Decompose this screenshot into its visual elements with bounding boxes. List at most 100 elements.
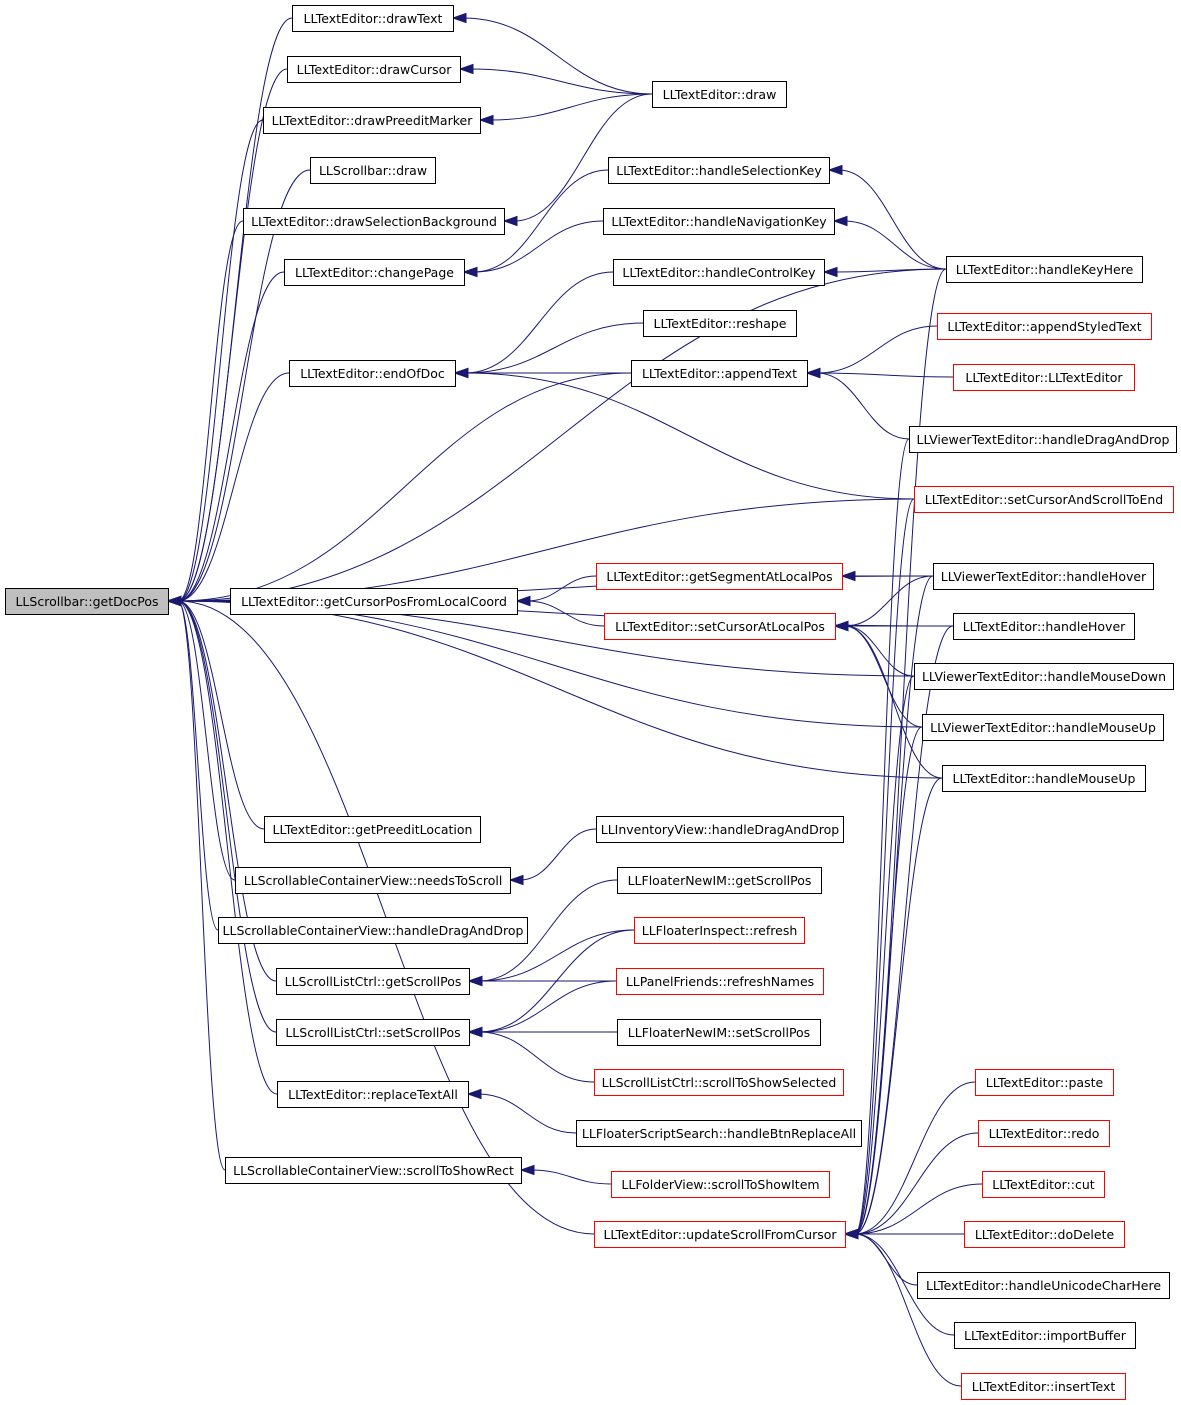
node-iT[interactable]: LLTextEditor::insertText: [961, 1373, 1126, 1400]
node-iVD[interactable]: LLInventoryView::handleDragAndDrop: [596, 816, 844, 843]
node-vMD[interactable]: LLViewerTextEditor::handleMouseDown: [914, 663, 1174, 690]
node-sbd[interactable]: LLScrollbar::draw: [310, 157, 436, 184]
call-edge-cP-to-root: [177, 271, 285, 602]
call-edge-iT-to-uSFC: [854, 1233, 962, 1387]
call-edge-fIr-to-sSP: [478, 929, 635, 1033]
arrowhead-icon: [467, 1026, 483, 1038]
node-box: [230, 588, 518, 615]
call-edge-draw-to-dSB: [513, 93, 653, 222]
node-box: [953, 613, 1135, 640]
arrowhead-icon: [462, 266, 478, 278]
node-dPM[interactable]: LLTextEditor::drawPreeditMarker: [263, 107, 481, 134]
node-cTE[interactable]: LLTextEditor::LLTextEditor: [953, 364, 1135, 391]
node-vDD[interactable]: LLViewerTextEditor::handleDragAndDrop: [909, 426, 1177, 453]
node-box: [917, 1272, 1170, 1299]
node-label: LLScrollableContainerView::needsToScroll: [244, 873, 503, 888]
node-aST[interactable]: LLTextEditor::appendStyledText: [937, 313, 1152, 340]
node-box: [608, 157, 830, 184]
node-box: [978, 1120, 1110, 1147]
node-gPL[interactable]: LLTextEditor::getPreeditLocation: [264, 816, 481, 843]
node-label: LLViewerTextEditor::handleMouseDown: [922, 669, 1166, 684]
call-edge-rTA-to-root: [177, 600, 278, 1095]
node-dC[interactable]: LLTextEditor::drawCursor: [287, 56, 461, 83]
node-fVs[interactable]: LLFolderView::scrollToShowItem: [611, 1171, 830, 1198]
arrowhead-icon: [840, 570, 856, 582]
node-redo[interactable]: LLTextEditor::redo: [978, 1120, 1110, 1147]
node-nTS[interactable]: LLScrollableContainerView::needsToScroll: [235, 867, 511, 894]
node-label: LLScrollListCtrl::getScrollPos: [285, 974, 462, 989]
node-tMU[interactable]: LLTextEditor::handleMouseUp: [942, 765, 1146, 792]
node-gSeg[interactable]: LLTextEditor::getSegmentAtLocalPos: [596, 563, 843, 590]
node-eOD[interactable]: LLTextEditor::endOfDoc: [289, 360, 456, 387]
node-cut[interactable]: LLTextEditor::cut: [982, 1171, 1105, 1198]
arrowhead-icon: [466, 1088, 482, 1100]
node-box: [310, 157, 436, 184]
arrowhead-icon: [805, 367, 821, 379]
node-label: LLFloaterNewIM::setScrollPos: [628, 1025, 810, 1040]
node-label: LLTextEditor::draw: [663, 87, 777, 102]
node-box: [933, 563, 1154, 590]
node-dSB[interactable]: LLTextEditor::drawSelectionBackground: [243, 208, 505, 235]
node-box: [292, 5, 454, 32]
node-label: LLTextEditor::handleNavigationKey: [611, 214, 827, 229]
node-sCAL[interactable]: LLTextEditor::setCursorAtLocalPos: [604, 613, 836, 640]
node-hUC[interactable]: LLTextEditor::handleUnicodeCharHere: [917, 1272, 1170, 1299]
node-label: LLViewerTextEditor::handleHover: [941, 569, 1147, 584]
node-box: [975, 1069, 1114, 1096]
arrowhead-icon: [453, 367, 469, 379]
node-uSFC[interactable]: LLTextEditor::updateScrollFromCursor: [594, 1221, 846, 1248]
node-dT[interactable]: LLTextEditor::drawText: [292, 5, 454, 32]
node-label: LLTextEditor::getSegmentAtLocalPos: [606, 569, 832, 584]
node-vHH[interactable]: LLViewerTextEditor::handleHover: [933, 563, 1154, 590]
node-fNgSP[interactable]: LLFloaterNewIM::getScrollPos: [617, 867, 822, 894]
node-pst[interactable]: LLTextEditor::paste: [975, 1069, 1114, 1096]
node-sCVd[interactable]: LLScrollableContainerView::handleDragAnd…: [218, 917, 528, 944]
node-gSP[interactable]: LLScrollListCtrl::getScrollPos: [276, 968, 470, 995]
call-edge-fVs-to-sTSR: [530, 1169, 612, 1185]
node-label: LLFloaterInspect::refresh: [642, 923, 798, 938]
node-label: LLScrollableContainerView::handleDragAnd…: [223, 923, 524, 938]
node-label: LLScrollbar::getDocPos: [15, 594, 158, 609]
arrowhead-icon: [843, 1228, 859, 1240]
node-sLTS[interactable]: LLScrollListCtrl::scrollToShowSelected: [594, 1069, 844, 1096]
arrowhead-icon: [502, 215, 518, 227]
node-box: [964, 1221, 1125, 1248]
node-sCSE[interactable]: LLTextEditor::setCursorAndScrollToEnd: [914, 486, 1174, 513]
node-cP[interactable]: LLTextEditor::changePage: [284, 259, 465, 286]
node-fNsSP[interactable]: LLFloaterNewIM::setScrollPos: [617, 1019, 821, 1046]
node-box: [922, 714, 1164, 741]
node-hCK[interactable]: LLTextEditor::handleControlKey: [613, 259, 825, 286]
call-edge-cTE-to-aT: [816, 372, 954, 378]
call-edge-gSP-to-root: [177, 600, 277, 982]
arrowhead-icon: [451, 12, 467, 24]
node-gCP[interactable]: LLTextEditor::getCursorPosFromLocalCoord: [230, 588, 518, 615]
node-rTA[interactable]: LLTextEditor::replaceTextAll: [277, 1081, 469, 1108]
node-draw[interactable]: LLTextEditor::draw: [652, 81, 787, 108]
node-label: LLInventoryView::handleDragAndDrop: [601, 822, 840, 837]
node-fIr[interactable]: LLFloaterInspect::refresh: [634, 917, 805, 944]
node-iB[interactable]: LLTextEditor::importBuffer: [954, 1322, 1136, 1349]
node-box: [953, 364, 1135, 391]
arrowhead-icon: [458, 63, 474, 75]
node-label: LLFolderView::scrollToShowItem: [621, 1177, 819, 1192]
node-root[interactable]: LLScrollbar::getDocPos: [5, 588, 169, 615]
arrowhead-icon: [467, 975, 483, 987]
node-dDel[interactable]: LLTextEditor::doDelete: [964, 1221, 1125, 1248]
node-hKH[interactable]: LLTextEditor::handleKeyHere: [946, 256, 1143, 283]
node-pFr[interactable]: LLPanelFriends::refreshNames: [616, 968, 824, 995]
node-sTSR[interactable]: LLScrollableContainerView::scrollToShowR…: [225, 1157, 522, 1184]
node-label: LLTextEditor::changePage: [295, 265, 454, 280]
node-label: LLTextEditor::appendStyledText: [947, 319, 1141, 334]
node-aT[interactable]: LLTextEditor::appendText: [631, 360, 808, 387]
node-hSK[interactable]: LLTextEditor::handleSelectionKey: [608, 157, 830, 184]
node-sSP[interactable]: LLScrollListCtrl::setScrollPos: [276, 1019, 470, 1046]
node-fSS[interactable]: LLFloaterScriptSearch::handleBtnReplaceA…: [576, 1120, 862, 1147]
node-vMU[interactable]: LLViewerTextEditor::handleMouseUp: [922, 714, 1164, 741]
node-tHH[interactable]: LLTextEditor::handleHover: [953, 613, 1135, 640]
call-edge-draw-to-dC: [469, 68, 653, 95]
node-rsh[interactable]: LLTextEditor::reshape: [643, 310, 797, 337]
node-label: LLTextEditor::drawText: [304, 11, 443, 26]
node-label: LLTextEditor::handleUnicodeCharHere: [926, 1278, 1161, 1293]
node-hNK[interactable]: LLTextEditor::handleNavigationKey: [603, 208, 835, 235]
node-label: LLTextEditor::drawPreeditMarker: [272, 113, 474, 128]
